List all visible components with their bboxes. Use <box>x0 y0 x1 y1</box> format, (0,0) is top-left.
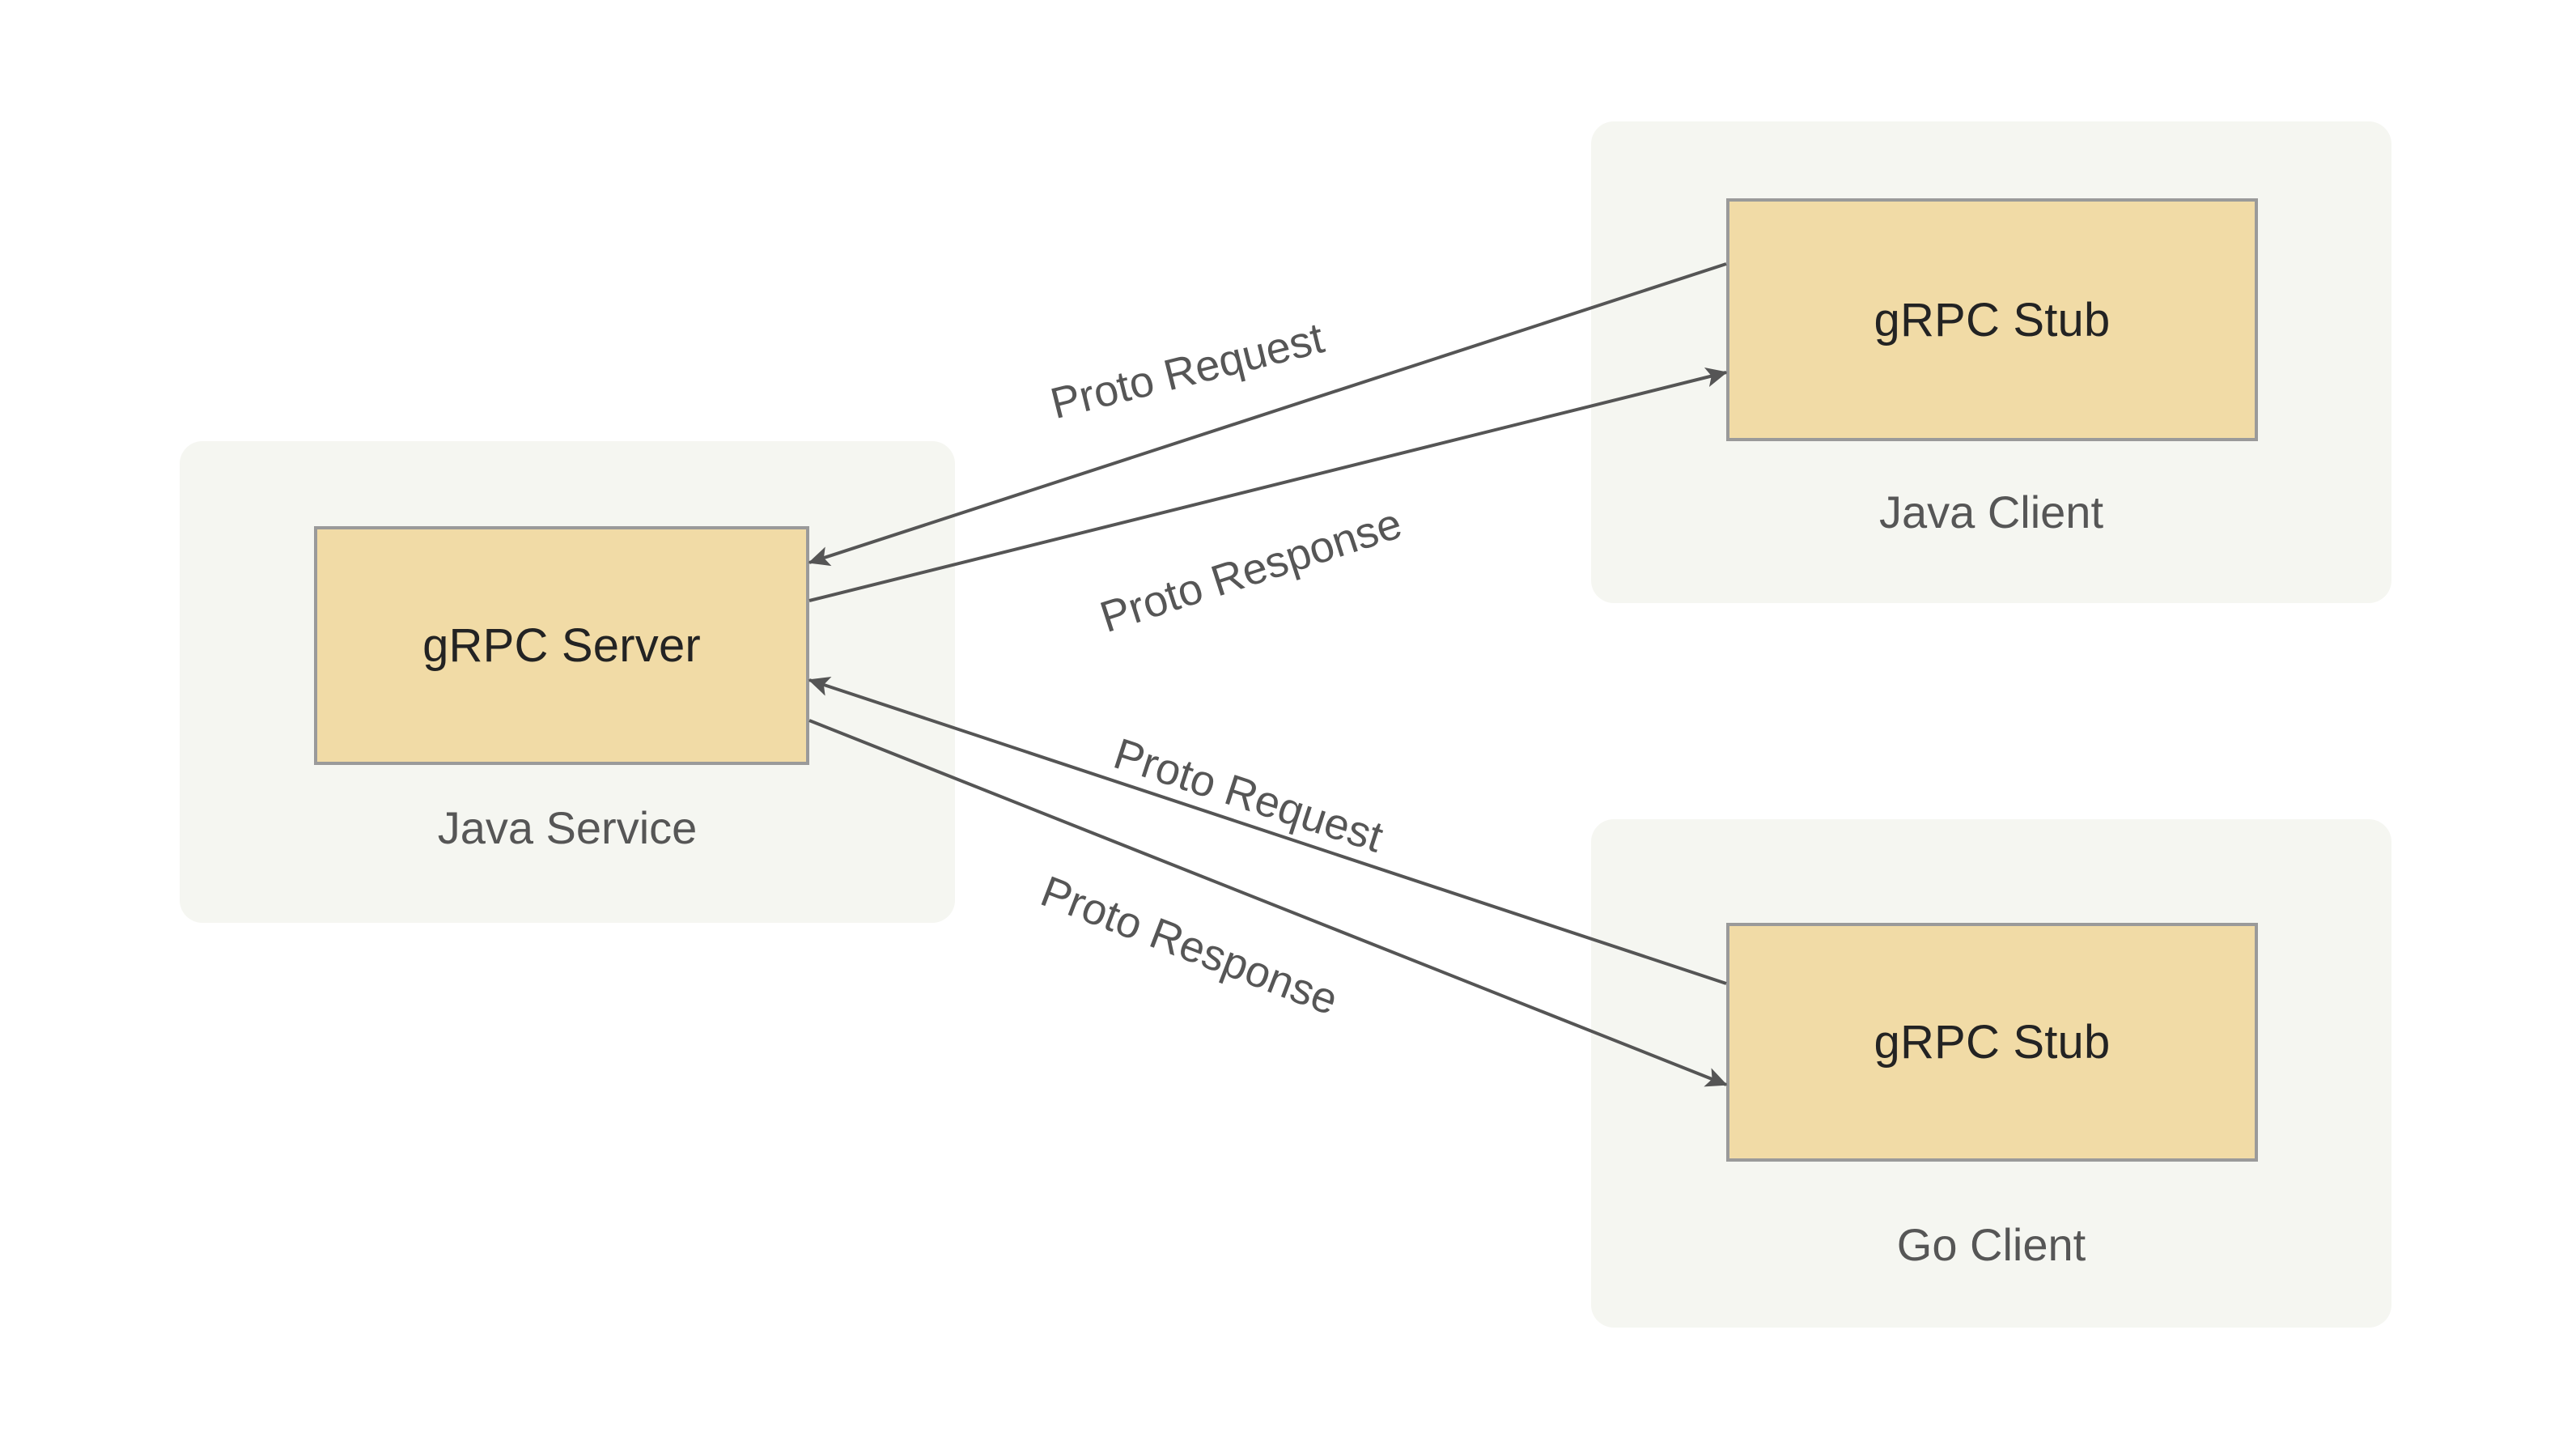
node-grpc-stub-go[interactable]: gRPC Stub <box>1726 923 2258 1162</box>
group-java-client-label: Java Client <box>1878 487 2104 538</box>
group-java-service-label: Java Service <box>437 802 698 853</box>
edge-label-proto-response-go: Proto Response <box>1034 866 1345 1025</box>
group-go-client-label: Go Client <box>1896 1219 2086 1270</box>
node-grpc-stub-java[interactable]: gRPC Stub <box>1726 198 2258 441</box>
node-grpc-stub-go-label: gRPC Stub <box>1874 1016 2111 1069</box>
node-grpc-server-label: gRPC Server <box>422 619 701 672</box>
edge-label-proto-request-java: Proto Request <box>1046 313 1329 429</box>
edge-label-proto-response-java: Proto Response <box>1094 499 1408 643</box>
node-grpc-stub-java-label: gRPC Stub <box>1874 293 2111 346</box>
node-grpc-server[interactable]: gRPC Server <box>314 526 809 765</box>
edge-label-proto-request-go: Proto Request <box>1108 729 1389 862</box>
